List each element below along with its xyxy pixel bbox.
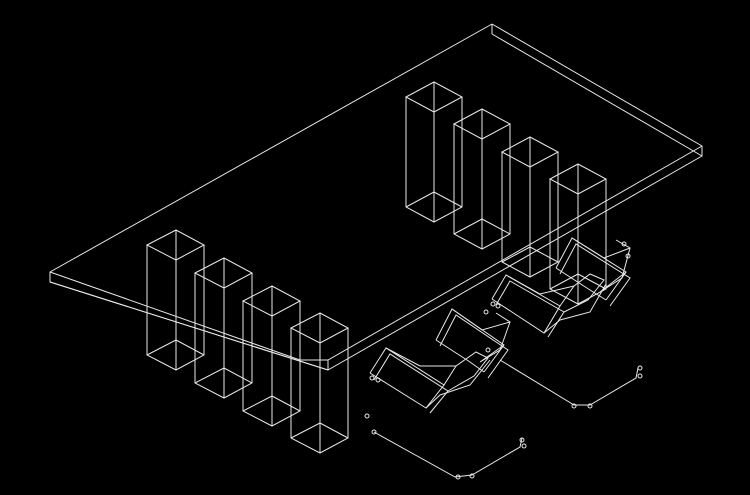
chair-3[interactable] xyxy=(490,273,643,409)
table-slab[interactable] xyxy=(49,23,703,371)
chair-2[interactable] xyxy=(435,308,511,379)
pillar-back-4[interactable] xyxy=(548,163,608,305)
pillar-front-2[interactable] xyxy=(193,257,254,399)
pillar-front-3[interactable] xyxy=(241,285,302,427)
pillar-back-2[interactable] xyxy=(452,108,512,250)
pillar-front-1[interactable] xyxy=(145,229,206,371)
chair-4[interactable] xyxy=(555,237,631,307)
pillar-front-4[interactable] xyxy=(289,312,350,454)
pillar-back-3[interactable] xyxy=(500,136,560,278)
pillar-back-1[interactable] xyxy=(404,81,464,223)
chair-1[interactable] xyxy=(364,347,527,480)
